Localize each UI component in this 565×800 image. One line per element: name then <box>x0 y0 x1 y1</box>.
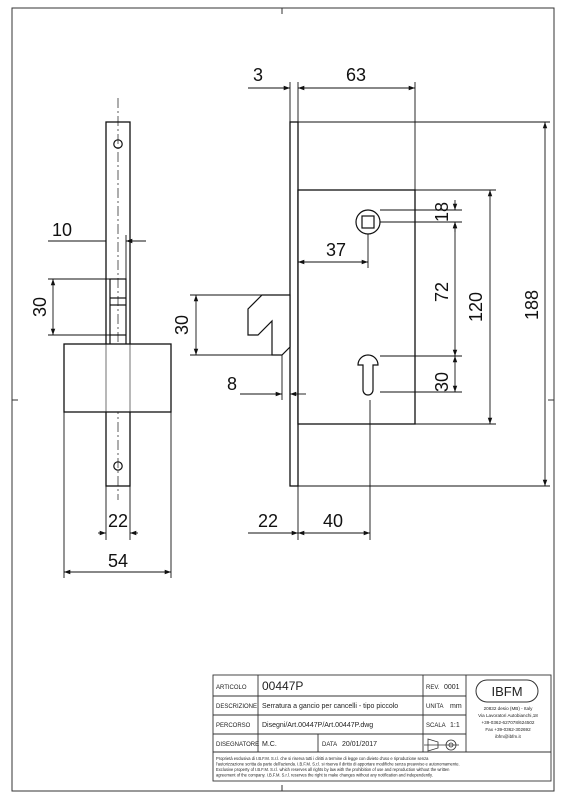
front-upper-screw-hole <box>113 139 123 149</box>
dim-label-54: 54 <box>108 551 128 571</box>
dim-label-3: 3 <box>253 65 263 85</box>
sheet-frame <box>11 7 555 792</box>
data-label: DATA <box>322 742 337 748</box>
dim-side-backset <box>298 234 369 268</box>
disegnatore-value: M.C. <box>262 741 277 748</box>
disclaimer-line-1: Proprietà esclusiva di I.B.F.M. S.r.l. c… <box>216 756 429 761</box>
dim-front-latch-height <box>48 278 110 336</box>
disclaimer-line-3: Exclusive property of I.B.F.M. S.r.l. wh… <box>216 767 450 772</box>
front-body <box>63 343 172 413</box>
address-line-2: Via Lavoratori Autobianchi,18 <box>478 713 538 718</box>
dim-label-63: 63 <box>346 65 366 85</box>
percorso-label: PERCORSO <box>216 723 251 729</box>
address-line-3: +39-0362-627078/624502 <box>481 720 534 725</box>
scala-value: 1:1 <box>450 722 460 729</box>
dim-label-72: 72 <box>432 282 452 302</box>
svg-text:IBFM: IBFM <box>491 684 522 699</box>
address-line-5: ibfm@ibfm.it <box>495 734 521 739</box>
dim-label-120: 120 <box>466 292 486 322</box>
data-value: 20/01/2017 <box>342 741 377 748</box>
front-lower-screw-hole <box>113 461 123 471</box>
disegnatore-label: DISEGNATORE <box>216 742 259 748</box>
scala-label: SCALA <box>426 723 446 729</box>
dim-label-front-30: 30 <box>30 297 50 317</box>
dim-label-37: 37 <box>326 240 346 260</box>
rev-value: 0001 <box>444 684 460 691</box>
disclaimer-line-4: agreement of the company. I.B.F.M. S.r.l… <box>216 773 433 778</box>
address-line-1: 20832 desio (MB) - Italy <box>484 706 533 711</box>
projection-symbol-icon <box>424 738 459 752</box>
rev-label: REV. <box>426 685 440 691</box>
percorso-value: Disegni/Art.00447P/Art.00447P.dwg <box>262 722 373 729</box>
dim-side-hook-height <box>190 294 272 356</box>
dim-label-8: 8 <box>227 374 237 394</box>
side-hook <box>247 294 291 356</box>
dim-side-hook-offset <box>240 355 306 400</box>
articolo-label: ARTICOLO <box>216 685 247 691</box>
dim-front-plate-width <box>48 235 146 286</box>
unita-label: UNITA <box>426 704 444 710</box>
articolo-value: 00447P <box>262 679 303 693</box>
unita-value: mm <box>450 703 462 710</box>
descrizione-label: DESCRIZIONE <box>216 704 257 710</box>
dim-label-188: 188 <box>522 290 542 320</box>
cylinder-profile-hole <box>357 354 379 396</box>
dim-label-18: 18 <box>432 202 452 222</box>
side-faceplate <box>289 121 299 487</box>
front-view: 10 30 22 54 <box>30 98 172 578</box>
dim-front-total-width <box>63 412 172 578</box>
descrizione-value: Serratura a gancio per cancelli - tipo p… <box>262 703 398 710</box>
side-case <box>297 189 416 425</box>
dim-side-bottom <box>248 400 371 540</box>
dim-label-40: 40 <box>323 511 343 531</box>
side-view: 3 63 37 30 8 22 40 <box>172 65 550 540</box>
dim-side-top <box>248 82 416 190</box>
front-plate <box>105 121 131 487</box>
dim-label-front-22: 22 <box>108 511 128 531</box>
ibfm-logo: IBFM <box>475 679 539 703</box>
dim-label-cyl-30: 30 <box>432 372 452 392</box>
disclaimer-line-2: l'autorizzazione scritta da parte dell'a… <box>216 762 460 767</box>
address-line-4: Fax +39-0362-302692 <box>485 727 531 732</box>
dim-label-10: 10 <box>52 220 72 240</box>
dim-label-hook-30: 30 <box>172 315 192 335</box>
title-block: ARTICOLO 00447P REV. 0001 DESCRIZIONE Se… <box>212 674 552 782</box>
dim-label-bottom-22: 22 <box>258 511 278 531</box>
dim-side-verticals <box>298 121 550 487</box>
dim-front-body-width <box>98 486 138 540</box>
